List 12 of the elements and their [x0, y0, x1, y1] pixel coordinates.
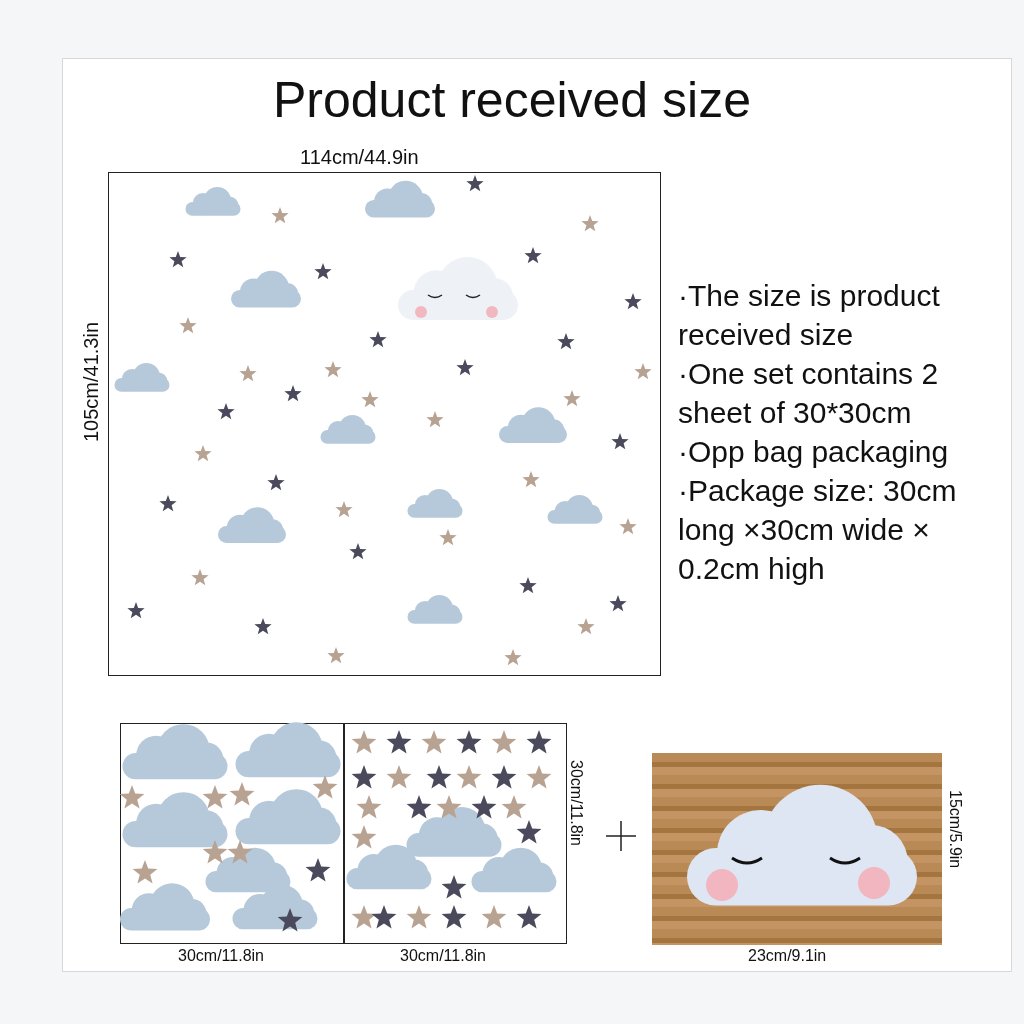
dimension-label: 23cm/9.1in [748, 947, 827, 965]
title: Product received size [272, 71, 752, 130]
dimension-label: 15cm/5.9in [946, 790, 964, 869]
dimension-label: 105cm/41.3in [80, 322, 102, 443]
dimension-label: 30cm/11.8in [567, 760, 585, 846]
note-text: ·Package size: 30cm long ×30cm wide × 0.2cm high [678, 473, 958, 587]
note-text: ·The size is product received size [678, 278, 941, 353]
dimension-label: 114cm/44.9in [300, 146, 419, 168]
note-text: ·Opp bag packaging [678, 434, 950, 470]
note-text: ·One set contains 2 sheet of 30*30cm [678, 356, 940, 431]
dimension-label: 30cm/11.8in [178, 947, 264, 965]
dimension-label: 30cm/11.8in [400, 947, 486, 965]
